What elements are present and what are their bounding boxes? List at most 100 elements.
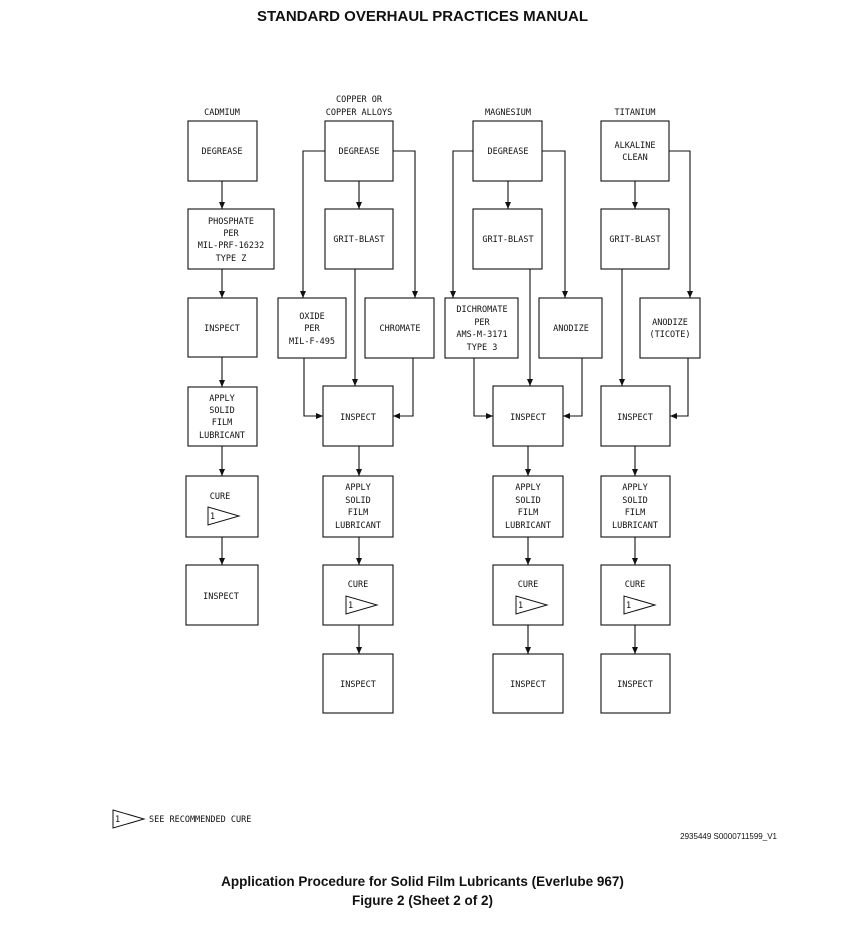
copper-apply-line4: LUBRICANT: [335, 521, 381, 531]
cadmium-cure-box: CURE 1: [185, 475, 259, 538]
titanium-alkaline-line1: ALKALINE: [615, 141, 656, 151]
copper-inspect-label: INSPECT: [340, 413, 376, 423]
cadmium-phosphate-line2: PER: [223, 229, 239, 239]
magnesium-gritblast-box: GRIT-BLAST: [472, 208, 543, 270]
titanium-cure-label: CURE: [625, 580, 645, 590]
magnesium-dichromate-line1: DICHROMATE: [456, 305, 507, 315]
titanium-apply-line2: SOLID: [622, 496, 648, 506]
legend: 1 SEE RECOMMENDED CURE: [112, 809, 251, 829]
cadmium-apply-line2: SOLID: [209, 406, 235, 416]
cadmium-final-inspect-box: INSPECT: [185, 564, 259, 626]
magnesium-inspect-box: INSPECT: [492, 385, 564, 447]
copper-gritblast-box: GRIT-BLAST: [324, 208, 394, 270]
magnesium-apply-line1: APPLY: [515, 483, 541, 493]
cadmium-final-inspect-label: INSPECT: [203, 592, 239, 602]
cadmium-cure-ref: 1: [210, 512, 215, 522]
titanium-alkaline-line2: CLEAN: [622, 153, 648, 163]
magnesium-gritblast-label: GRIT-BLAST: [482, 235, 533, 245]
magnesium-cure-label: CURE: [518, 580, 538, 590]
magnesium-dichromate-line2: PER: [474, 318, 490, 328]
legend-ref: 1: [115, 815, 120, 825]
magnesium-dichromate-line4: TYPE 3: [467, 343, 498, 353]
titanium-anodize-line1: ANODIZE: [652, 318, 688, 328]
magnesium-degrease-box: DEGREASE: [472, 120, 543, 182]
connectors: [219, 150, 693, 654]
copper-chromate-label: CHROMATE: [380, 324, 421, 334]
titanium-final-inspect-box: INSPECT: [600, 653, 671, 714]
magnesium-degrease-label: DEGREASE: [488, 147, 529, 157]
copper-cure-label: CURE: [348, 580, 368, 590]
copper-gritblast-label: GRIT-BLAST: [333, 235, 384, 245]
cure-reference-icon: [515, 595, 549, 615]
copper-oxide-line1: OXIDE: [299, 312, 325, 322]
copper-oxide-box: OXIDE PER MIL-F-495: [277, 297, 347, 359]
titanium-anodize-line2: (TICOTE): [650, 330, 691, 340]
cadmium-apply-line4: LUBRICANT: [199, 431, 245, 441]
titanium-apply-line4: LUBRICANT: [612, 521, 658, 531]
copper-apply-box: APPLY SOLID FILM LUBRICANT: [322, 475, 394, 538]
magnesium-cure-ref: 1: [518, 601, 523, 611]
cure-reference-icon: [112, 809, 146, 829]
figure-caption-title: Application Procedure for Solid Film Lub…: [221, 874, 624, 889]
titanium-cure-ref: 1: [626, 601, 631, 611]
copper-degrease-box: DEGREASE: [324, 120, 394, 182]
page-title: STANDARD OVERHAUL PRACTICES MANUAL: [256, 8, 589, 25]
titanium-alkaline-box: ALKALINE CLEAN: [600, 120, 670, 182]
magnesium-anodize-box: ANODIZE: [538, 297, 603, 359]
cadmium-phosphate-line4: TYPE Z: [216, 254, 247, 264]
magnesium-apply-line3: FILM: [518, 508, 538, 518]
copper-apply-line2: SOLID: [345, 496, 371, 506]
copper-chromate-box: CHROMATE: [364, 297, 435, 359]
titanium-apply-line3: FILM: [625, 508, 645, 518]
cadmium-degrease-label: DEGREASE: [202, 147, 243, 157]
titanium-apply-box: APPLY SOLID FILM LUBRICANT: [600, 475, 671, 538]
copper-final-inspect-box: INSPECT: [322, 653, 394, 714]
cadmium-heading: CADMIUM: [204, 108, 240, 118]
cure-reference-icon: [623, 595, 657, 615]
cadmium-inspect-label: INSPECT: [204, 324, 240, 334]
titanium-inspect-box: INSPECT: [600, 385, 671, 447]
copper-degrease-label: DEGREASE: [339, 147, 380, 157]
figure-caption-number: Figure 2 (Sheet 2 of 2): [351, 893, 494, 908]
copper-oxide-line2: PER: [304, 324, 320, 334]
titanium-heading: TITANIUM: [615, 108, 656, 118]
copper-heading-line1: COPPER OR: [336, 95, 383, 105]
cure-reference-icon: [207, 506, 241, 526]
legend-text: SEE RECOMMENDED CURE: [149, 815, 251, 825]
copper-final-inspect-label: INSPECT: [340, 680, 376, 690]
magnesium-apply-line2: SOLID: [515, 496, 541, 506]
cure-reference-icon: [345, 595, 379, 615]
drawing-id: 2935449 S0000711599_V1: [680, 832, 777, 841]
titanium-inspect-label: INSPECT: [617, 413, 653, 423]
magnesium-apply-box: APPLY SOLID FILM LUBRICANT: [492, 475, 564, 538]
magnesium-inspect-label: INSPECT: [510, 413, 546, 423]
cadmium-degrease-box: DEGREASE: [187, 120, 258, 182]
titanium-gritblast-box: GRIT-BLAST: [600, 208, 670, 270]
cadmium-phosphate-line3: MIL-PRF-16232: [198, 241, 265, 251]
titanium-apply-line1: APPLY: [622, 483, 648, 493]
magnesium-apply-line4: LUBRICANT: [505, 521, 551, 531]
cadmium-inspect-box: INSPECT: [187, 297, 258, 358]
copper-apply-line3: FILM: [348, 508, 368, 518]
magnesium-dichromate-box: DICHROMATE PER AMS-M-3171 TYPE 3: [444, 297, 519, 359]
magnesium-final-inspect-box: INSPECT: [492, 653, 564, 714]
magnesium-dichromate-line3: AMS-M-3171: [456, 330, 507, 340]
copper-apply-line1: APPLY: [345, 483, 371, 493]
magnesium-final-inspect-label: INSPECT: [510, 680, 546, 690]
titanium-final-inspect-label: INSPECT: [617, 680, 653, 690]
copper-heading-line2: COPPER ALLOYS: [326, 108, 393, 118]
cadmium-apply-box: APPLY SOLID FILM LUBRICANT: [187, 386, 258, 447]
cadmium-apply-line1: APPLY: [209, 394, 235, 404]
magnesium-cure-box: CURE 1: [492, 564, 564, 626]
copper-cure-box: CURE 1: [322, 564, 394, 626]
copper-cure-ref: 1: [348, 601, 353, 611]
cadmium-cure-label: CURE: [210, 492, 230, 502]
cadmium-phosphate-line1: PHOSPHATE: [208, 217, 254, 227]
titanium-gritblast-label: GRIT-BLAST: [609, 235, 660, 245]
cadmium-apply-line3: FILM: [212, 418, 232, 428]
copper-inspect-box: INSPECT: [322, 385, 394, 447]
titanium-cure-box: CURE 1: [600, 564, 671, 626]
copper-oxide-line3: MIL-F-495: [289, 337, 335, 347]
magnesium-anodize-label: ANODIZE: [553, 324, 589, 334]
